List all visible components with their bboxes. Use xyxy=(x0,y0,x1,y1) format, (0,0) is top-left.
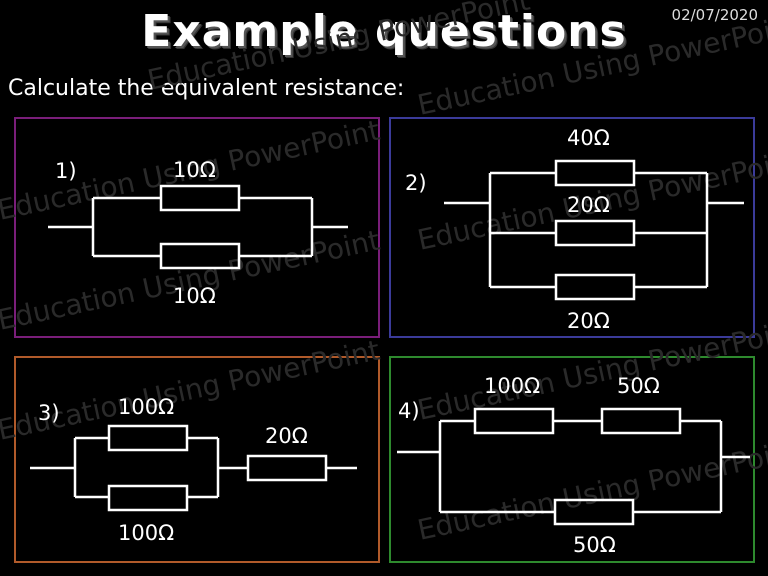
circuit-1: 1) 10Ω 10Ω xyxy=(48,158,348,308)
resistor-label: 100Ω xyxy=(118,395,174,419)
resistor xyxy=(554,159,636,187)
circuit-3: 3) 100Ω 100Ω 20Ω xyxy=(30,395,357,545)
resistor-label: 20Ω xyxy=(567,309,610,333)
resistor xyxy=(107,424,189,452)
circuit-4: 4) 100Ω 50Ω 50Ω xyxy=(397,374,750,557)
watermark-text: Education Using PowerPoint xyxy=(415,434,768,547)
resistor-label: 10Ω xyxy=(173,158,216,182)
resistor xyxy=(473,407,555,435)
resistor xyxy=(246,454,328,482)
question-prompt: Calculate the equivalent resistance: xyxy=(8,76,405,101)
question-2-number: 2) xyxy=(405,171,427,195)
resistor xyxy=(107,484,189,512)
resistor xyxy=(159,184,241,212)
resistor xyxy=(553,498,635,526)
resistor-label: 20Ω xyxy=(265,424,308,448)
question-1-panel xyxy=(14,117,380,338)
resistor xyxy=(159,242,241,270)
resistor-label: 20Ω xyxy=(567,193,610,217)
wire xyxy=(444,171,744,289)
resistor xyxy=(554,219,636,247)
resistor-label: 100Ω xyxy=(484,374,540,398)
watermark-layer: Education Using PowerPoint Education Usi… xyxy=(0,0,768,547)
question-4-number: 4) xyxy=(398,399,420,423)
watermark-text: Education Using PowerPoint xyxy=(0,334,383,447)
question-3-panel xyxy=(14,356,380,563)
slide-title: Example questions xyxy=(141,6,627,57)
resistor-label: 100Ω xyxy=(118,521,174,545)
wire xyxy=(30,436,357,499)
resistor-label: 50Ω xyxy=(617,374,660,398)
wire xyxy=(397,419,750,514)
resistor-label: 10Ω xyxy=(173,284,216,308)
question-3-number: 3) xyxy=(38,401,60,425)
resistor xyxy=(600,407,682,435)
question-1-number: 1) xyxy=(55,159,77,183)
resistor-label: 50Ω xyxy=(573,533,616,557)
circuit-2: 2) 40Ω 20Ω 20Ω xyxy=(405,126,744,333)
resistor xyxy=(554,273,636,301)
wire xyxy=(48,196,348,258)
question-4-panel xyxy=(389,356,755,563)
resistor-label: 40Ω xyxy=(567,126,610,150)
slide-date: 02/07/2020 xyxy=(671,6,758,24)
question-2-panel xyxy=(389,117,755,338)
watermark-text: Education Using PowerPoint xyxy=(0,224,383,337)
